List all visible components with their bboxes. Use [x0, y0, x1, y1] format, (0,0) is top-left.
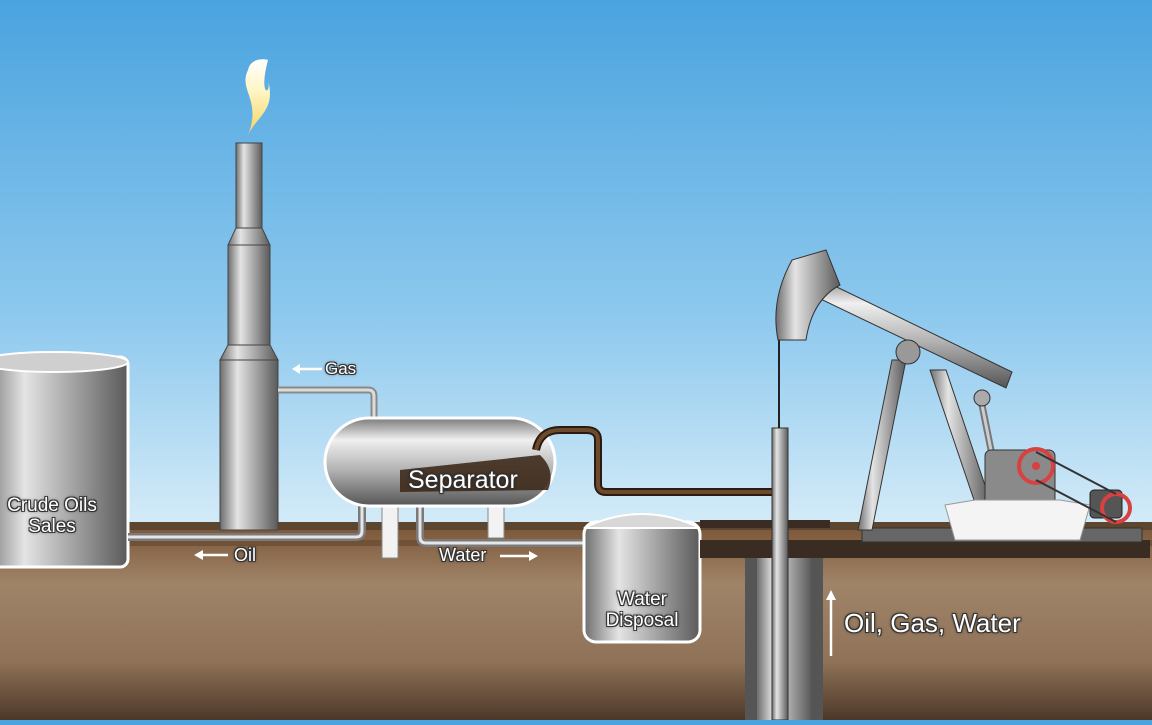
- crude-oil-label-line1: Crude Oils: [7, 495, 97, 516]
- water-disposal-label-line1: Water: [617, 589, 667, 610]
- flow-arrows: [194, 364, 836, 656]
- ground-surface: [0, 522, 1152, 530]
- gas-label: Gas: [325, 359, 357, 378]
- separator-label: Separator: [408, 466, 518, 494]
- crude-oil-label: Crude Oils Sales: [0, 495, 110, 538]
- pump-jack: [775, 249, 1143, 543]
- water-label: Water: [439, 545, 487, 565]
- well-flow-label: Oil, Gas, Water: [844, 608, 1021, 638]
- water-disposal-label-line2: Disposal: [605, 609, 679, 631]
- flare-flame: [245, 59, 270, 135]
- crude-oil-tank: [0, 351, 130, 569]
- crude-oil-label-line2: Sales: [28, 515, 76, 537]
- sky: [0, 0, 1152, 530]
- water-disposal-label: Water Disposal: [584, 589, 700, 632]
- water-disposal-tank: [582, 513, 702, 644]
- oil-label: Oil: [234, 545, 256, 565]
- wellhead: [700, 335, 1150, 721]
- crank-wheel: [1017, 447, 1055, 485]
- flare-stack: [219, 59, 279, 531]
- separator-vessel: [323, 416, 557, 559]
